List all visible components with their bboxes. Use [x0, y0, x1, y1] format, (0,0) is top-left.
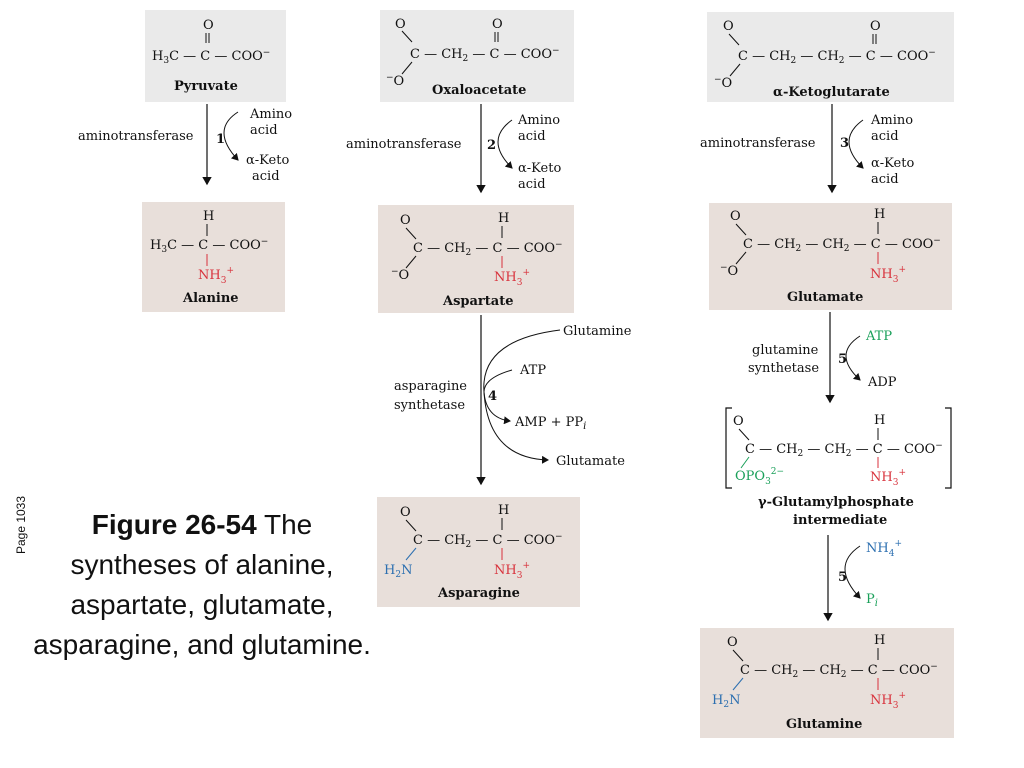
- svg-text:O: O: [730, 209, 741, 224]
- adp-label: ADP: [867, 375, 897, 390]
- asparagine-label: Asparagine: [437, 586, 520, 601]
- aminotransferase-label-1: aminotransferase: [78, 129, 194, 144]
- pi-label: P: [866, 592, 875, 607]
- svg-text:C — CH2 — C — COO−: C — CH2 — C — COO−: [413, 240, 563, 258]
- svg-text:O: O: [733, 414, 744, 429]
- amino-acid-label: Amino: [249, 107, 292, 122]
- svg-text:H: H: [874, 413, 885, 428]
- svg-text:O: O: [400, 213, 411, 228]
- svg-text:NH3+: NH3+: [870, 468, 906, 488]
- svg-text:H2N: H2N: [384, 563, 412, 580]
- svg-text:H: H: [874, 633, 885, 648]
- alpha-ketoglutarate-label: α-Ketoglutarate: [773, 85, 890, 100]
- aspartate-label: Aspartate: [442, 294, 513, 309]
- svg-text:Pi: Pi: [866, 592, 878, 609]
- glutamylphosphate-label: γ-Glutamylphosphate: [758, 495, 914, 510]
- oxaloacetate-box: O O C — CH2 — C — COO− −O Oxaloacetate: [380, 10, 574, 102]
- svg-text:O: O: [870, 19, 881, 34]
- atp-label-4: ATP: [519, 363, 546, 378]
- svg-text:−O: −O: [386, 73, 404, 89]
- glutamine-cosubstrate: Glutamine: [563, 324, 632, 339]
- glutamate-coproduct: Glutamate: [556, 454, 625, 469]
- figure-text: The syntheses of alanine, aspartate, glu…: [33, 509, 371, 660]
- amp-ppi-label: AMP + PP: [514, 415, 583, 430]
- aminotransferase-label-2: aminotransferase: [346, 137, 462, 152]
- svg-text:Amino: Amino: [870, 113, 913, 128]
- svg-text:O: O: [203, 18, 214, 33]
- step-2: aminotransferase 2 Amino acid α-Keto aci…: [346, 104, 561, 194]
- step-1: aminotransferase 1 Amino acid α-Keto aci…: [78, 104, 292, 186]
- svg-text:Amino: Amino: [517, 113, 560, 128]
- glutamine-box: H O C — CH2 — CH2 — C — COO− H2N NH3+ Gl…: [700, 628, 954, 738]
- svg-text:H3C — C — COO−: H3C — C — COO−: [150, 237, 268, 255]
- alanine-label: Alanine: [182, 291, 239, 306]
- step-5b: 5 NH4+ Pi: [823, 535, 902, 622]
- svg-text:acid: acid: [518, 129, 546, 144]
- glutamylphosphate-intermediate: H O C — CH2 — CH2 — C — COO− OPO32− NH3+…: [725, 407, 952, 528]
- step-number-3: 3: [840, 136, 849, 151]
- svg-text:O: O: [727, 635, 738, 650]
- step-3: aminotransferase 3 Amino acid α-Keto aci…: [700, 104, 914, 194]
- svg-text:C — CH2 — C — COO−: C — CH2 — C — COO−: [413, 532, 563, 550]
- svg-text:−O: −O: [720, 263, 738, 279]
- svg-text:C — CH2 — CH2 — C — COO−: C — CH2 — CH2 — C — COO−: [745, 441, 943, 459]
- glutamine-label: Glutamine: [786, 717, 862, 732]
- step-number-1: 1: [216, 132, 225, 147]
- figure-caption: Figure 26-54 The syntheses of alanine, a…: [28, 505, 376, 665]
- svg-text:acid: acid: [871, 172, 899, 187]
- oxaloacetate-label: Oxaloacetate: [432, 83, 526, 98]
- svg-text:H: H: [874, 207, 885, 222]
- step-5a: glutamine synthetase 5 ATP ADP: [748, 312, 897, 404]
- glutamate-label: Glutamate: [787, 290, 863, 305]
- figure-label: Figure 26-54: [91, 509, 257, 540]
- svg-text:C — CH2 — CH2 — C — COO−: C — CH2 — CH2 — C — COO−: [738, 48, 936, 66]
- svg-text:synthetase: synthetase: [748, 361, 819, 376]
- svg-text:synthetase: synthetase: [394, 398, 465, 413]
- svg-text:H: H: [203, 209, 214, 224]
- svg-text:AMP + PPi: AMP + PPi: [514, 415, 586, 432]
- svg-text:O: O: [723, 19, 734, 34]
- alpha-ketoglutarate-box: O O C — CH2 — CH2 — C — COO− −O α-Ketogl…: [707, 12, 954, 102]
- step-number-2: 2: [487, 138, 496, 153]
- svg-text:C — CH2 — CH2 — C — COO−: C — CH2 — CH2 — C — COO−: [740, 662, 938, 680]
- svg-text:acid: acid: [518, 177, 546, 192]
- svg-text:acid: acid: [252, 169, 280, 184]
- svg-text:C — CH2 — C — COO−: C — CH2 — C — COO−: [410, 46, 560, 64]
- svg-text:H: H: [498, 503, 509, 518]
- svg-text:NH4+: NH4+: [866, 539, 902, 559]
- svg-text:H3C — C — COO−: H3C — C — COO−: [152, 48, 270, 66]
- page-number: Page 1033: [14, 495, 29, 555]
- glutamine-synthetase-label-a: glutamine: [752, 343, 819, 358]
- svg-text:−O: −O: [714, 75, 732, 91]
- alanine-box: H H3C — C — COO− NH3+ Alanine: [142, 202, 285, 312]
- pyruvate-label: Pyruvate: [174, 79, 238, 94]
- svg-text:C — CH2 — CH2 — C — COO−: C — CH2 — CH2 — C — COO−: [743, 236, 941, 254]
- svg-text:intermediate: intermediate: [793, 513, 887, 528]
- svg-text:−O: −O: [391, 267, 409, 283]
- step-number-5b: 5: [838, 570, 847, 585]
- atp-label-5: ATP: [865, 329, 892, 344]
- aspartate-box: H O C — CH2 — C — COO− −O NH3+ Aspartate: [378, 205, 574, 313]
- step-4: asparagine synthetase 4 Glutamine ATP AM…: [394, 315, 632, 486]
- svg-text:acid: acid: [871, 129, 899, 144]
- step-number-5a: 5: [838, 352, 847, 367]
- keto-acid-label: α-Keto: [246, 153, 289, 168]
- svg-text:α-Keto: α-Keto: [871, 156, 914, 171]
- svg-text:H: H: [498, 211, 509, 226]
- svg-text:acid: acid: [250, 123, 278, 138]
- aminotransferase-label-3: aminotransferase: [700, 136, 816, 151]
- svg-text:O: O: [395, 17, 406, 32]
- step-number-4: 4: [488, 389, 497, 404]
- svg-text:O: O: [400, 505, 411, 520]
- pyruvate-box: O H3C — C — COO− Pyruvate: [145, 10, 286, 102]
- svg-text:α-Keto: α-Keto: [518, 161, 561, 176]
- svg-text:H2N: H2N: [712, 693, 740, 710]
- svg-text:OPO32−: OPO32−: [735, 467, 784, 487]
- asparagine-box: H O C — CH2 — C — COO− H2N NH3+ Asparagi…: [377, 497, 580, 607]
- nh4-label: NH: [866, 541, 889, 556]
- asparagine-synthetase-label: asparagine: [394, 379, 467, 394]
- glutamate-box: H O C — CH2 — CH2 — C — COO− −O NH3+ Glu…: [709, 203, 952, 310]
- svg-text:O: O: [492, 17, 503, 32]
